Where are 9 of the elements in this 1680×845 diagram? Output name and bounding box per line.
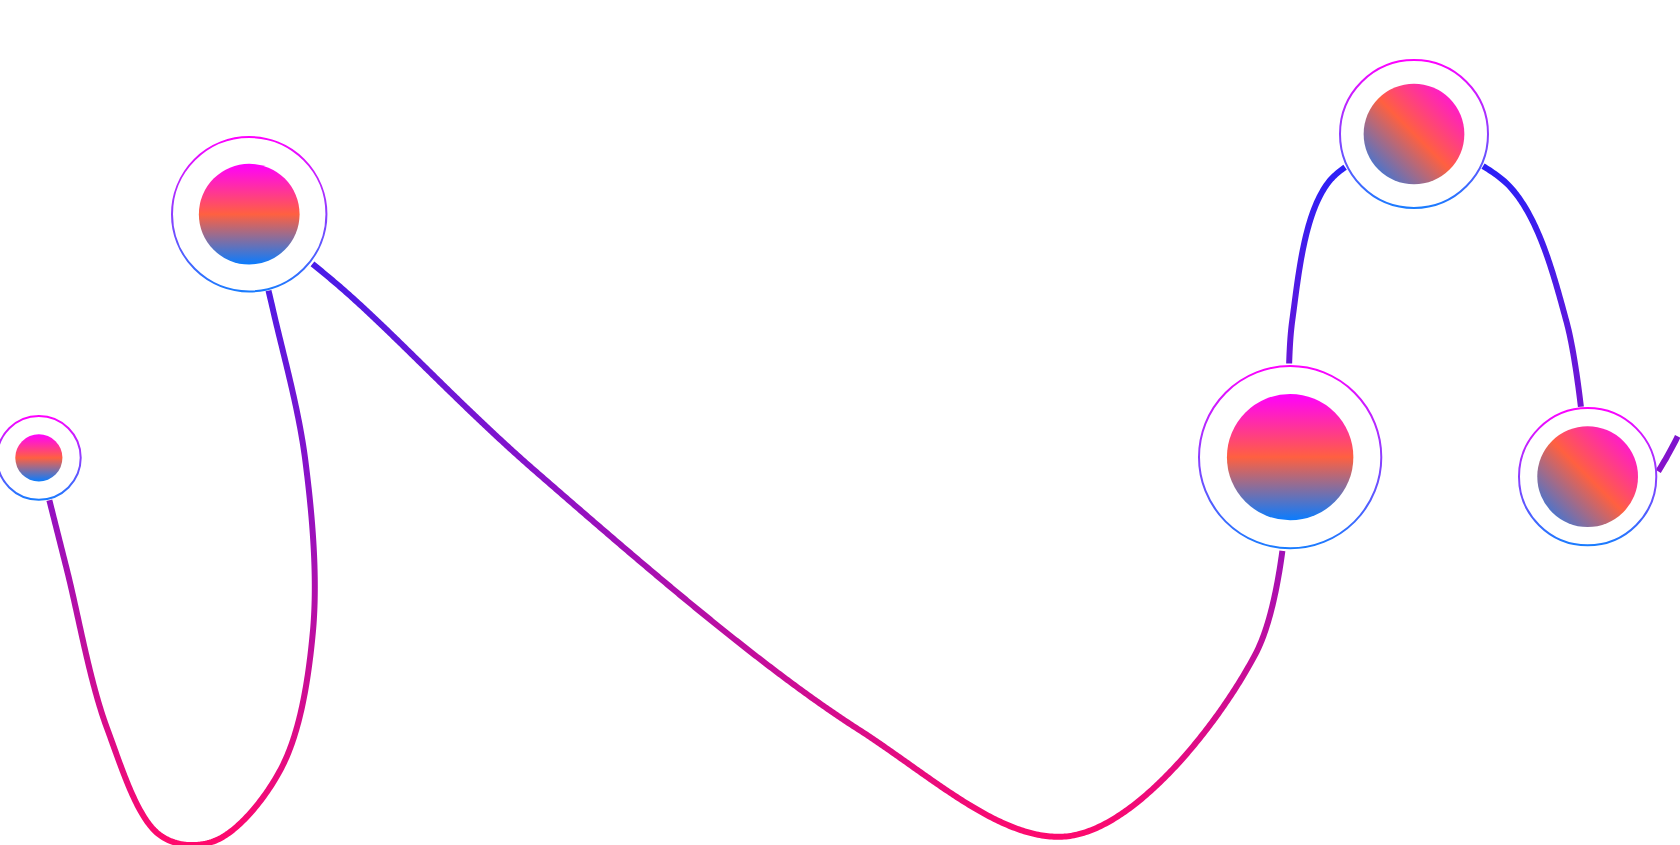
curved-connector (1481, 163, 1584, 408)
curved-connector (46, 289, 318, 845)
curved-connector (310, 261, 1286, 840)
ringed-circle-marker (1518, 407, 1658, 547)
curved-connector (1655, 435, 1680, 473)
ringed-circle-marker (1197, 365, 1383, 550)
ringed-circle-marker (171, 136, 328, 293)
ringed-circle-marker (1339, 58, 1490, 209)
curved-connector (1286, 164, 1347, 365)
